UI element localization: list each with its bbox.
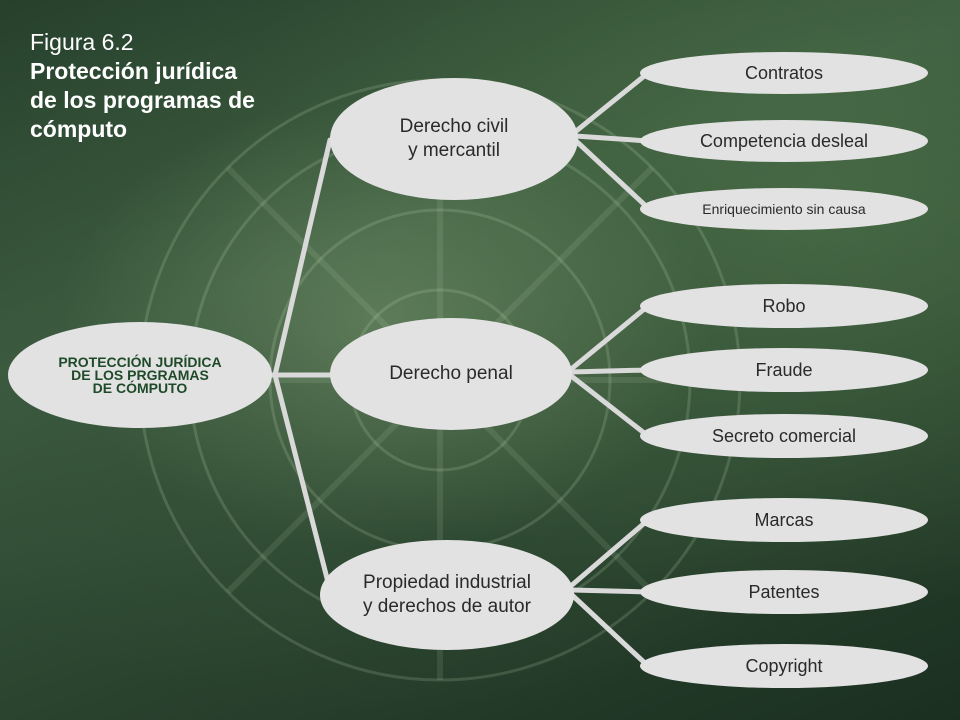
leaf-node-label: Enriquecimiento sin causa <box>702 201 866 217</box>
connector-civil-enriquecimiento <box>572 137 651 211</box>
connector-civil-competencia <box>572 133 651 144</box>
branch-node-line-1: Derecho civil <box>399 116 509 137</box>
figure-title-line-1: Protección jurídica <box>30 58 238 84</box>
branch-node-line-2: y derechos de autor <box>363 596 531 617</box>
leaf-node-label: Patentes <box>748 581 820 602</box>
leaf-node-copyright: Copyright <box>640 644 928 688</box>
connector-civil-contratos <box>572 70 651 135</box>
leaf-node-label: Copyright <box>745 655 823 676</box>
connector-propiedad-copyright <box>569 592 651 669</box>
root-node: PROTECCIÓN JURÍDICA DE LOS PRGRAMAS DE C… <box>8 322 272 428</box>
connector-propiedad-patentes <box>569 587 651 595</box>
connector-trunk-civil <box>272 137 333 378</box>
connector-propiedad-marcas <box>569 517 651 588</box>
branch-node-line-2: y mercantil <box>408 140 500 161</box>
connector-penal-secreto <box>567 372 651 439</box>
leaf-node-enriquecimiento: Enriquecimiento sin causa <box>640 188 928 230</box>
root-node-line-2: DE LOS PRGRAMAS <box>71 366 209 383</box>
leaf-node-patentes: Patentes <box>640 570 928 614</box>
leaf-node-label: Marcas <box>754 509 814 530</box>
leaf-node-fraude: Fraude <box>640 348 928 392</box>
branch-node-derecho-penal: Derecho penal <box>330 318 572 430</box>
leaf-node-competencia-desleal: Competencia desleal <box>640 120 928 162</box>
leaf-node-robo: Robo <box>640 284 928 328</box>
leaf-node-label: Secreto comercial <box>711 425 857 446</box>
branch-node-line-1: Propiedad industrial <box>363 572 531 593</box>
leaf-node-marcas: Marcas <box>640 498 928 542</box>
figure-title-line-3: cómputo <box>30 116 128 142</box>
root-node-line-1: PROTECCIÓN JURÍDICA <box>58 353 222 370</box>
figure-title: Figura 6.2 Protección jurídica de los pr… <box>30 28 300 144</box>
branch-node-derecho-civil: Derecho civil y mercantil <box>330 78 578 200</box>
leaf-node-label: Fraude <box>755 359 813 380</box>
leaf-node-label: Contratos <box>744 62 824 83</box>
branch-node-propiedad-industrial: Propiedad industrial y derechos de autor <box>320 540 574 650</box>
branch-node-line-1: Derecho penal <box>389 363 513 384</box>
leaf-node-secreto-comercial: Secreto comercial <box>640 414 928 458</box>
leaf-node-label: Robo <box>762 295 806 316</box>
connector-trunk-propiedad <box>272 372 333 593</box>
connector-penal-fraude <box>567 367 651 375</box>
leaf-node-contratos: Contratos <box>640 52 928 94</box>
root-node-line-3: DE CÓMPUTO <box>92 379 188 396</box>
leaf-node-label: Competencia desleal <box>699 130 869 151</box>
connector-penal-robo <box>567 303 651 373</box>
figure-title-line-2: de los programas de <box>30 87 255 113</box>
figure-number: Figura 6.2 <box>30 29 134 55</box>
